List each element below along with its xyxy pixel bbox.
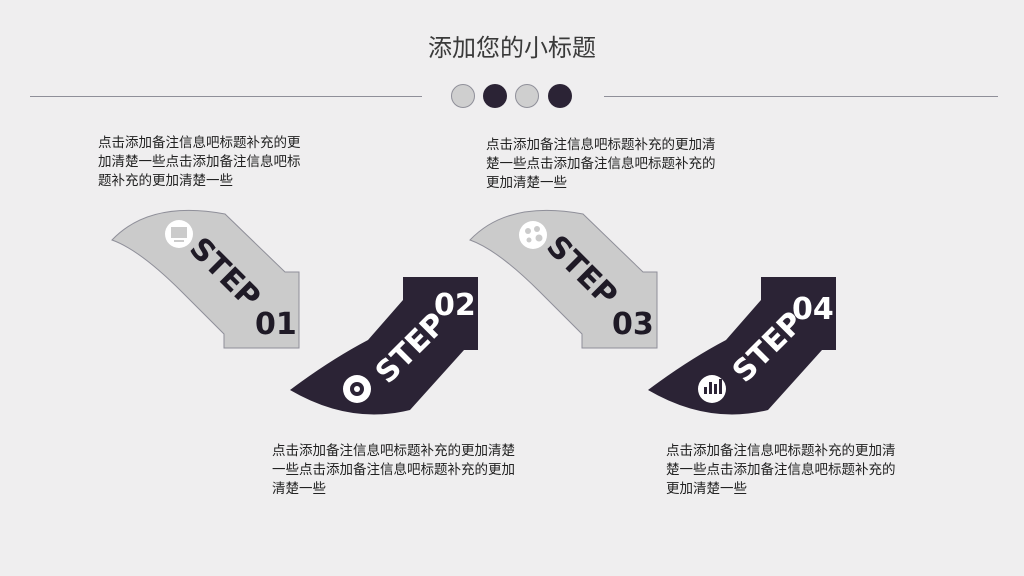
step-3-description: 点击添加备注信息吧标题补充的更加清楚一些点击添加备注信息吧标题补充的更加清楚一些 (486, 137, 716, 191)
step-2-arrow: STEP 02 (290, 277, 478, 415)
divider-right (604, 96, 998, 97)
bar-chart-icon (698, 375, 726, 403)
indicator-dot-2 (483, 84, 507, 108)
step-3-number: 03 (612, 307, 654, 342)
palette-icon (519, 221, 547, 249)
step-4-arrow: STEP 04 (648, 277, 836, 415)
step-4-description: 点击添加备注信息吧标题补充的更加清楚一些点击添加备注信息吧标题补充的更加清楚一些 (666, 443, 896, 497)
indicator-dot-4 (548, 84, 572, 108)
step-1-number: 01 (255, 307, 297, 342)
monitor-icon (165, 220, 193, 248)
step-4-number: 04 (792, 292, 834, 327)
page-title: 添加您的小标题 (428, 34, 596, 62)
indicator-dot-1 (451, 84, 475, 108)
step-1-description: 点击添加备注信息吧标题补充的更加清楚一些点击添加备注信息吧标题补充的更加清楚一些 (98, 135, 301, 189)
gear-icon (343, 375, 371, 403)
step-1-arrow: STEP 01 (111, 209, 300, 349)
indicator-dot-3 (515, 84, 539, 108)
step-2-number: 02 (434, 288, 476, 323)
step-3-arrow: STEP 03 (469, 209, 658, 349)
step-2-description: 点击添加备注信息吧标题补充的更加清楚一些点击添加备注信息吧标题补充的更加清楚一些 (272, 443, 515, 497)
divider-left (30, 96, 422, 97)
